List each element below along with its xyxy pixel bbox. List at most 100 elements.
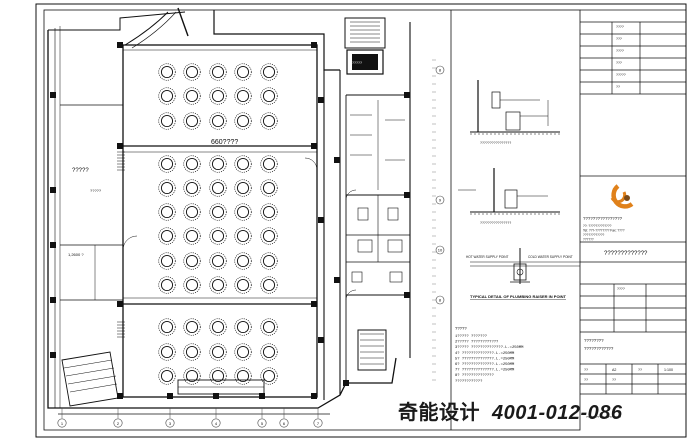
column	[213, 393, 219, 399]
grid-bubble	[113, 418, 123, 428]
grid-bubble	[435, 65, 445, 75]
column	[50, 352, 56, 358]
left-small-label: ?????	[90, 188, 102, 193]
banquet-table	[158, 227, 176, 245]
floor-plan	[47, 7, 411, 409]
title-block	[580, 9, 686, 395]
title-block-cell: ????	[617, 287, 625, 291]
sheet-meta-cell: ??	[612, 378, 616, 382]
column	[117, 393, 123, 399]
hall-label: 660????	[211, 139, 238, 146]
column	[50, 92, 56, 98]
sheet-meta: ??A2??1:100????	[584, 368, 673, 382]
banquet-table	[209, 155, 227, 173]
column	[117, 143, 123, 149]
banquet-table	[234, 276, 252, 294]
banquet-table	[183, 87, 201, 105]
banquet-table	[183, 252, 201, 270]
column	[404, 92, 410, 98]
left-corridor-label: 1,2600 ?	[68, 252, 84, 257]
banquet-table	[209, 343, 227, 361]
banquet-table	[183, 367, 201, 385]
mid-detail-caption: ????????????????	[480, 221, 511, 225]
grid-number: 9	[439, 198, 442, 203]
banquet-table	[183, 155, 201, 173]
banquet-table	[260, 63, 278, 81]
company-detail-line: Tel: ???-???????? Fax: ????	[583, 229, 625, 233]
title-block-cell: ???	[616, 61, 622, 65]
banquet-table	[209, 252, 227, 270]
banquet-table	[209, 276, 227, 294]
grid-number: 8	[439, 298, 442, 303]
detail-title: TYPICAL DETAIL OF PLUMBING RAISER IN POI…	[470, 294, 567, 299]
column	[259, 393, 265, 399]
company-detail-line: ????????????	[583, 233, 605, 237]
banquet-table	[158, 155, 176, 173]
note-line: 3????? ??????????????.L.=250MM	[455, 346, 524, 350]
banquet-table	[158, 276, 176, 294]
company-name: ????????????????	[583, 216, 623, 221]
grid-bubble	[211, 418, 221, 428]
banquet-table	[183, 63, 201, 81]
grid-number: 1	[61, 421, 64, 426]
banquet-table	[260, 155, 278, 173]
sheet-meta-cell: 1:100	[664, 368, 673, 372]
supply-label-right: COLD WATER SUPPLY POINT	[528, 255, 573, 259]
grid-number: 2	[117, 421, 120, 426]
grid-number: 10	[438, 248, 443, 253]
banquet-table	[158, 343, 176, 361]
grid-bubble	[313, 418, 323, 428]
banquet-table	[158, 203, 176, 221]
grid-number: 3	[169, 421, 172, 426]
grid-bubble	[435, 245, 445, 255]
banquet-table	[260, 87, 278, 105]
grid-number: 5	[261, 421, 264, 426]
banquet-table	[158, 318, 176, 336]
structural-columns	[50, 42, 410, 399]
column	[50, 242, 56, 248]
sheet-meta-cell: A2	[612, 368, 616, 372]
grid-number: 7	[317, 421, 320, 426]
banquet-table	[234, 227, 252, 245]
column	[404, 292, 410, 298]
banquet-table	[260, 203, 278, 221]
banquet-table	[260, 343, 278, 361]
title-block-cell: ??	[616, 85, 620, 89]
banquet-table	[234, 155, 252, 173]
grid-bubble	[435, 195, 445, 205]
note-line: 2????? ????????????	[455, 341, 498, 345]
company-detail-line: ??: ?????????????	[583, 224, 612, 228]
column	[334, 277, 340, 283]
banquet-table	[158, 252, 176, 270]
banquet-table	[260, 179, 278, 197]
banquet-table	[234, 343, 252, 361]
banquet-table	[209, 203, 227, 221]
banquet-table	[183, 227, 201, 245]
title-block-cell: ????	[616, 49, 624, 53]
title-block-rows: ?????????????????????????	[616, 25, 626, 291]
grid-number: 6	[283, 421, 286, 426]
banquet-table	[209, 227, 227, 245]
outer-frame	[35, 3, 687, 438]
banquet-table	[158, 179, 176, 197]
banquet-table	[183, 343, 201, 361]
banquet-table	[183, 276, 201, 294]
banquet-table	[234, 179, 252, 197]
banquet-table	[209, 318, 227, 336]
sheet-meta-cell: ??	[638, 368, 642, 372]
column	[404, 192, 410, 198]
grid-bubble	[257, 418, 267, 428]
banquet-table	[234, 87, 252, 105]
column	[50, 297, 56, 303]
note-line: 5? ??????????????.L.=250MM	[455, 357, 515, 361]
banquet-table	[183, 318, 201, 336]
sheet-meta-cell: ??	[584, 368, 588, 372]
notes-title: ?????	[455, 326, 467, 331]
supply-label-left: HOT WATER SUPPLY POINT	[466, 255, 509, 259]
column	[167, 393, 173, 399]
banquet-table	[260, 112, 278, 130]
grid-number: 4	[215, 421, 218, 426]
